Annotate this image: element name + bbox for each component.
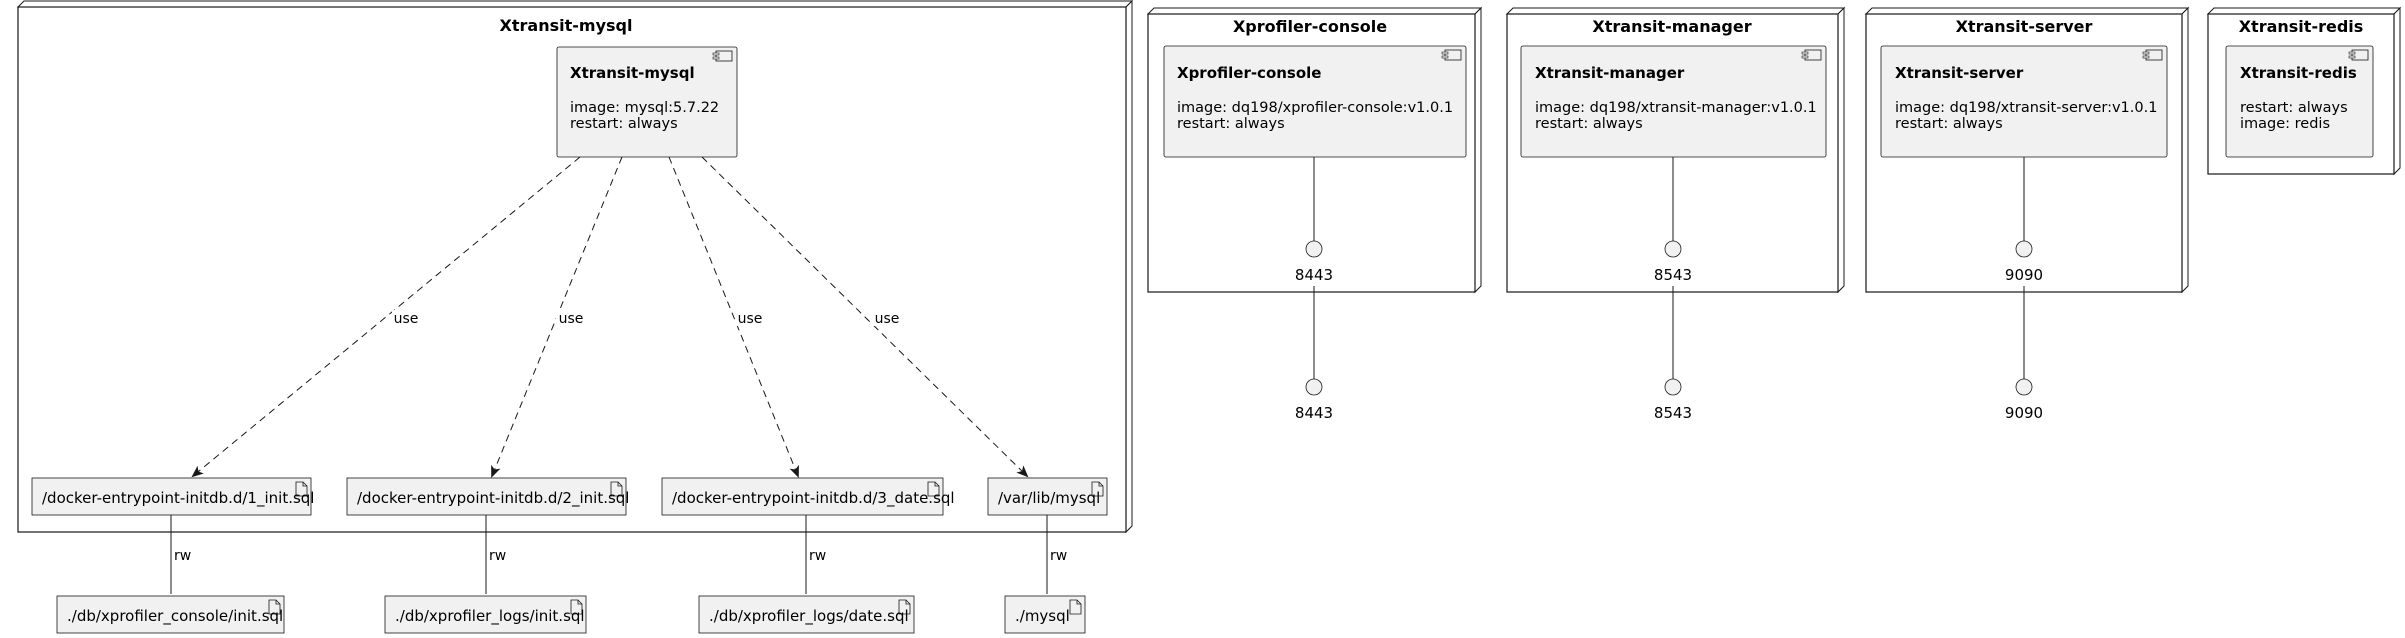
node-title-redis: Xtransit-redis <box>2239 17 2364 36</box>
component-icon <box>2351 49 2369 61</box>
container-file-label: /var/lib/mysql <box>998 489 1100 507</box>
port-label-server-inner: 9090 <box>2005 266 2043 284</box>
component-restart: restart: always <box>1535 116 1643 132</box>
component-restart: restart: always <box>2240 100 2348 116</box>
rw-label-4: rw <box>1050 548 1067 564</box>
component-title: Xtransit-manager <box>1535 64 1685 82</box>
rw-label-3: rw <box>809 548 826 564</box>
port-label-console-outer: 8443 <box>1295 404 1333 422</box>
host-file-1: ./db/xprofiler_console/init.sql <box>56 595 285 634</box>
host-file-label: ./mysql <box>1015 607 1070 625</box>
file-icon <box>1069 599 1082 615</box>
component-restart: restart: always <box>1895 116 2003 132</box>
use-label-2: use <box>559 311 584 327</box>
port-interface-manager-outer <box>1664 378 1682 396</box>
component-title: Xtransit-redis <box>2240 64 2357 82</box>
file-icon <box>1091 481 1104 497</box>
port-interface-server-outer <box>2015 378 2033 396</box>
file-icon <box>268 599 281 615</box>
file-icon <box>927 481 940 497</box>
component-title: Xtransit-server <box>1895 64 2024 82</box>
component-icon <box>1804 49 1822 61</box>
container-file-label: /docker-entrypoint-initdb.d/2_init.sql <box>357 489 629 508</box>
rw-label-2: rw <box>489 548 506 564</box>
component-image: image: dq198/xtransit-manager:v1.0.1 <box>1535 100 1817 116</box>
node-title-mysql: Xtransit-mysql <box>500 16 633 35</box>
component-image: image: mysql:5.7.22 <box>570 100 719 116</box>
port-label-console-inner: 8443 <box>1295 266 1333 284</box>
component-restart: restart: always <box>1177 116 1285 132</box>
port-label-manager-outer: 8543 <box>1654 404 1692 422</box>
host-file-label: ./db/xprofiler_console/init.sql <box>67 607 283 626</box>
port-interface-console-inner <box>1305 240 1323 258</box>
component-icon <box>2145 49 2163 61</box>
node-title-server: Xtransit-server <box>1956 17 2093 36</box>
component-image: image: dq198/xtransit-server:v1.0.1 <box>1895 100 2157 116</box>
container-file-4: /var/lib/mysql <box>987 477 1108 516</box>
component-xtransit-server: Xtransit-server image: dq198/xtransit-se… <box>1880 45 2168 158</box>
component-title: Xtransit-mysql <box>570 64 695 82</box>
host-file-label: ./db/xprofiler_logs/init.sql <box>395 607 585 626</box>
node-title-manager: Xtransit-manager <box>1592 17 1751 36</box>
host-file-label: ./db/xprofiler_logs/date.sql <box>709 607 909 626</box>
component-xtransit-manager: Xtransit-manager image: dq198/xtransit-m… <box>1520 45 1827 158</box>
component-icon <box>1444 49 1462 61</box>
port-interface-server-inner <box>2015 240 2033 258</box>
component-title: Xprofiler-console <box>1177 64 1322 82</box>
container-file-1: /docker-entrypoint-initdb.d/1_init.sql <box>31 477 314 516</box>
file-icon <box>570 599 583 615</box>
file-icon <box>295 481 308 497</box>
use-label-3: use <box>738 311 763 327</box>
container-file-label: /docker-entrypoint-initdb.d/3_date.sql <box>672 489 955 508</box>
use-label-4: use <box>875 311 900 327</box>
component-image: image: redis <box>2240 116 2330 132</box>
component-image: image: dq198/xprofiler-console:v1.0.1 <box>1177 100 1453 116</box>
container-file-2: /docker-entrypoint-initdb.d/2_init.sql <box>346 477 629 516</box>
port-label-server-outer: 9090 <box>2005 404 2043 422</box>
container-file-3: /docker-entrypoint-initdb.d/3_date.sql <box>661 477 955 516</box>
port-interface-manager-inner <box>1664 240 1682 258</box>
component-restart: restart: always <box>570 116 678 132</box>
file-icon <box>610 481 623 497</box>
use-edge-4 <box>701 156 1029 478</box>
port-label-manager-inner: 8543 <box>1654 266 1692 284</box>
file-icon <box>898 599 911 615</box>
component-xprofiler-console: Xprofiler-console image: dq198/xprofiler… <box>1163 45 1467 158</box>
port-interface-console-outer <box>1305 378 1323 396</box>
container-file-label: /docker-entrypoint-initdb.d/1_init.sql <box>42 489 314 508</box>
rw-edges <box>170 515 1048 594</box>
node-title-console: Xprofiler-console <box>1233 17 1387 36</box>
host-file-4: ./mysql <box>1004 595 1086 634</box>
use-label-1: use <box>394 311 419 327</box>
component-xtransit-redis: Xtransit-redis restart: always image: re… <box>2225 45 2374 158</box>
rw-label-1: rw <box>174 548 191 564</box>
host-file-3: ./db/xprofiler_logs/date.sql <box>698 595 915 634</box>
host-file-2: ./db/xprofiler_logs/init.sql <box>384 595 587 634</box>
use-edge-3 <box>668 156 799 478</box>
component-xtransit-mysql: Xtransit-mysql image: mysql:5.7.22 resta… <box>556 46 738 158</box>
component-icon <box>715 50 733 62</box>
